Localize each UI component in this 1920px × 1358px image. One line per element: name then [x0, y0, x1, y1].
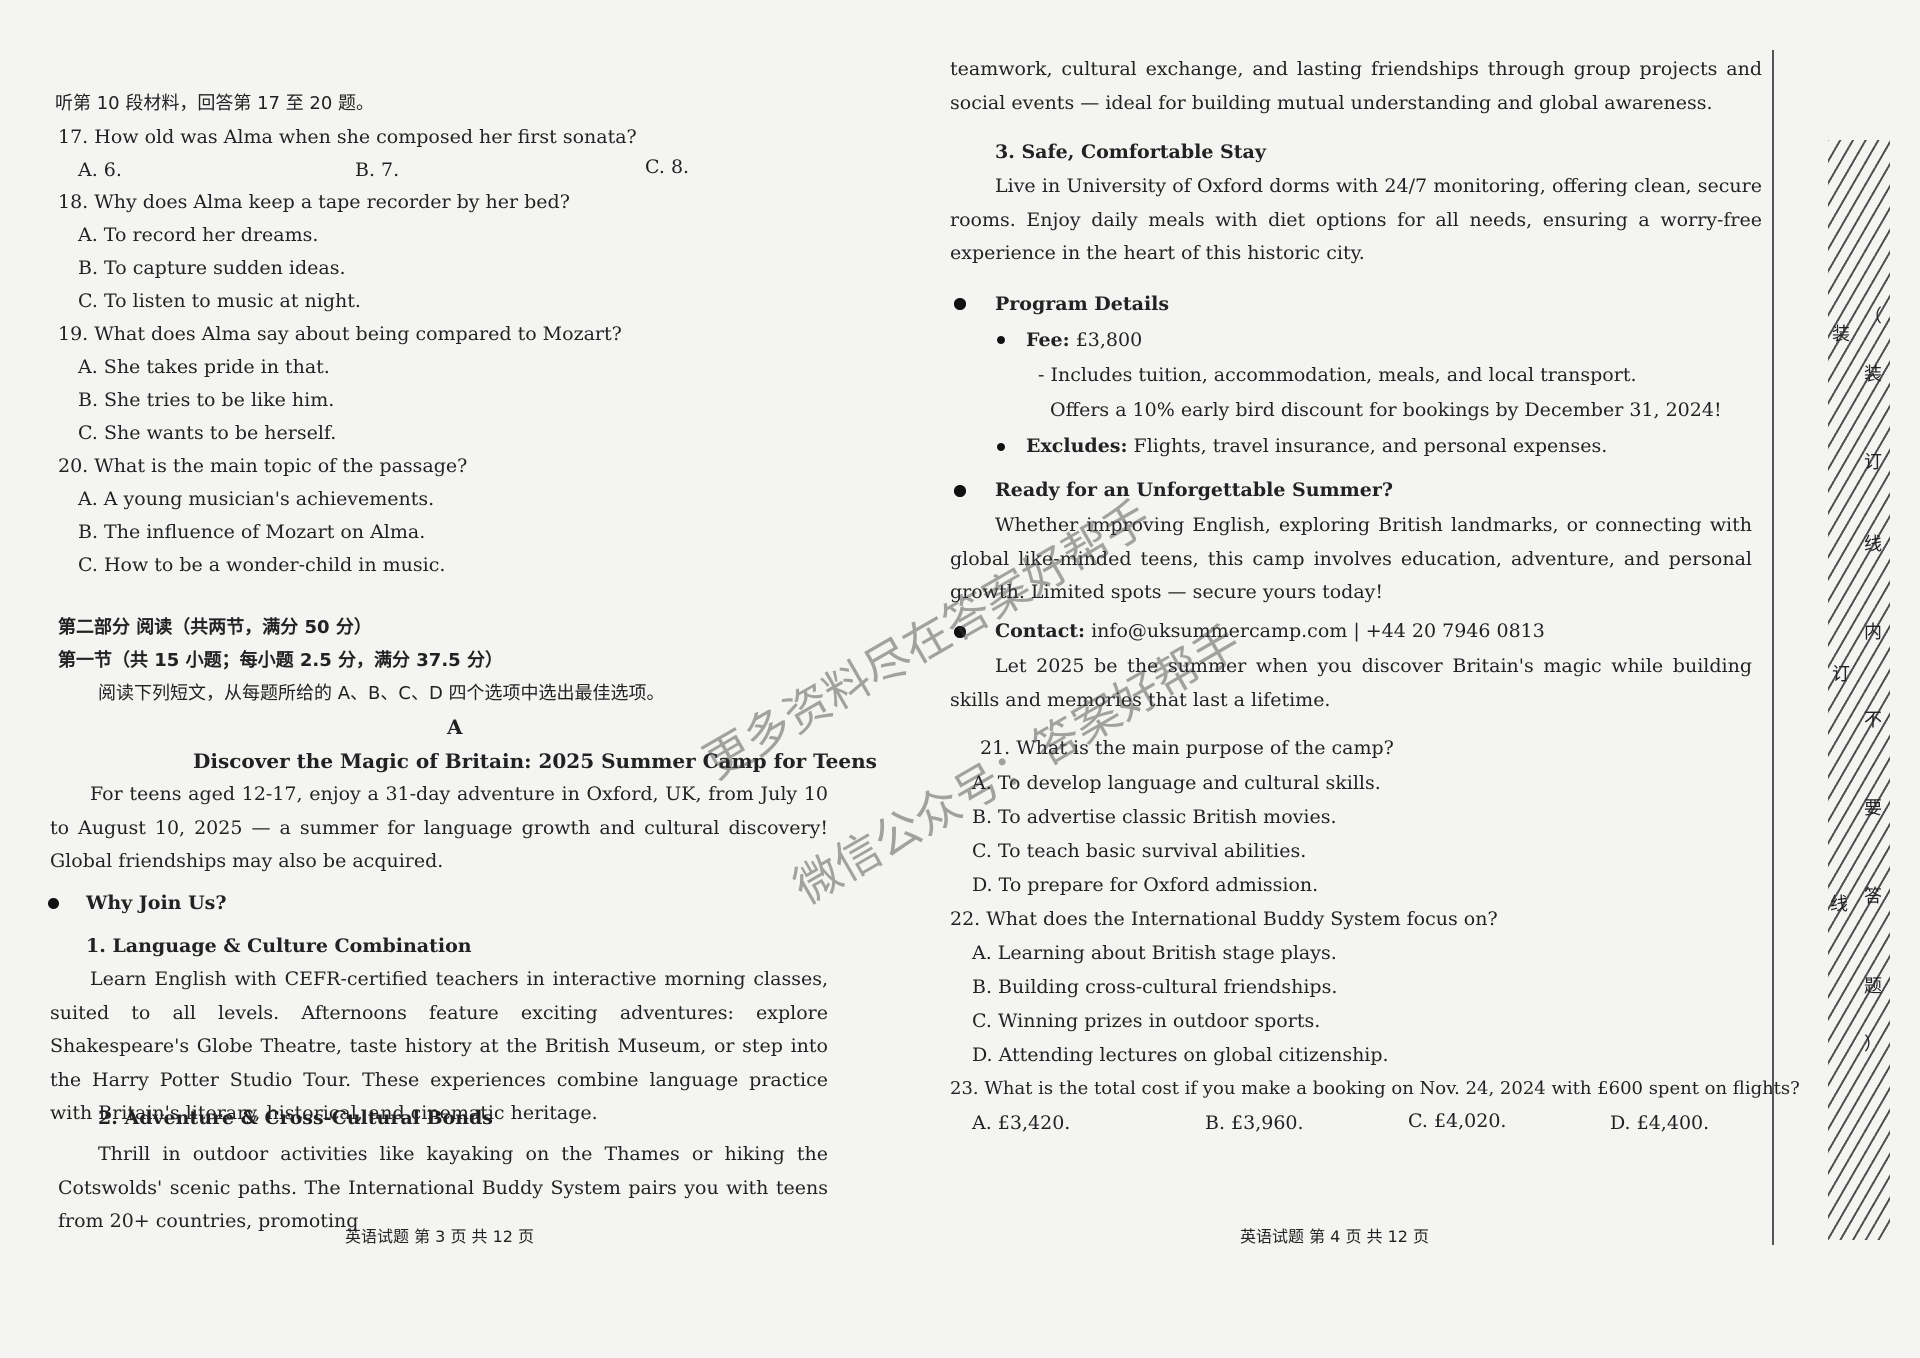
- question-18-option-b: B. To capture sudden ideas.: [78, 257, 346, 279]
- section-2-heading: 2. Adventure & Cross-Cultural Bonds: [98, 1107, 494, 1129]
- contact-line: Contact: info@uksummercamp.com | +44 20 …: [995, 618, 1545, 644]
- excludes-value: Flights, travel insurance, and personal …: [1133, 435, 1608, 457]
- question-18-option-a: A. To record her dreams.: [78, 224, 319, 246]
- binding-line: [1772, 50, 1774, 1245]
- question-21-option-a: A. To develop language and cultural skil…: [972, 772, 1381, 794]
- question-18-stem: 18. Why does Alma keep a tape recorder b…: [58, 191, 570, 213]
- bullet-icon: [954, 485, 966, 497]
- question-21-option-d: D. To prepare for Oxford admission.: [972, 874, 1319, 896]
- section-1-paragraph: Learn English with CEFR-certified teache…: [50, 968, 828, 1124]
- question-19-option-b: B. She tries to be like him.: [78, 389, 335, 411]
- binding-char: 装: [1864, 364, 1882, 385]
- fee-line: Fee: £3,800: [1026, 327, 1142, 353]
- question-23-option-d: D. £4,400.: [1610, 1112, 1710, 1134]
- question-19-stem: 19. What does Alma say about being compa…: [58, 323, 622, 345]
- bullet-icon: [954, 626, 966, 638]
- question-21-option-c: C. To teach basic survival abilities.: [972, 840, 1307, 862]
- listening-instruction: 听第 10 段材料，回答第 17 至 20 题。: [55, 93, 375, 114]
- binding-char: 线: [1864, 534, 1882, 555]
- question-22-option-a: A. Learning about British stage plays.: [972, 942, 1337, 964]
- section-1-title: 第一节（共 15 小题；每小题 2.5 分，满分 37.5 分）: [58, 650, 503, 671]
- section-1-heading: 1. Language & Culture Combination: [86, 935, 472, 957]
- excludes-line: Excludes: Flights, travel insurance, and…: [1026, 433, 1607, 459]
- section-3-paragraph: Live in University of Oxford dorms with …: [950, 175, 1762, 264]
- binding-char: 要: [1864, 798, 1882, 819]
- question-23-option-c: C. £4,020.: [1408, 1110, 1507, 1132]
- binding-char: 答: [1864, 886, 1882, 907]
- question-22-option-c: C. Winning prizes in outdoor sports.: [972, 1010, 1321, 1032]
- contact-value: info@uksummercamp.com | +44 20 7946 0813: [1091, 620, 1545, 642]
- binding-char: 内: [1864, 622, 1882, 643]
- question-20-option-a: A. A young musician's achievements.: [78, 488, 435, 510]
- contact-label: Contact:: [995, 620, 1086, 642]
- closing-paragraph: Let 2025 be the summer when you discover…: [950, 655, 1752, 711]
- fee-label: Fee:: [1026, 329, 1070, 351]
- binding-char: 订: [1864, 452, 1882, 473]
- binding-char: 题: [1864, 976, 1882, 997]
- bullet-icon: [997, 443, 1005, 451]
- question-23-option-b: B. £3,960.: [1205, 1112, 1304, 1134]
- binding-char: 不: [1864, 710, 1882, 731]
- question-17-stem: 17. How old was Alma when she composed h…: [58, 126, 637, 148]
- question-21-stem: 21. What is the main purpose of the camp…: [980, 737, 1394, 759]
- section-2-paragraph: Thrill in outdoor activities like kayaki…: [58, 1143, 828, 1232]
- question-20-option-c: C. How to be a wonder-child in music.: [78, 554, 446, 576]
- section-3-heading: 3. Safe, Comfortable Stay: [995, 141, 1266, 163]
- question-17-option-a: A. 6.: [78, 159, 122, 181]
- question-18-option-c: C. To listen to music at night.: [78, 290, 361, 312]
- question-20-stem: 20. What is the main topic of the passag…: [58, 455, 468, 477]
- question-23-stem: 23. What is the total cost if you make a…: [950, 1078, 1800, 1099]
- question-19-option-c: C. She wants to be herself.: [78, 422, 337, 444]
- ready-paragraph: Whether improving English, exploring Bri…: [950, 514, 1752, 603]
- question-23-option-a: A. £3,420.: [972, 1112, 1071, 1134]
- exam-page-4: teamwork, cultural exchange, and lasting…: [950, 0, 1920, 1358]
- passage-letter: A: [447, 715, 463, 739]
- passage-title: Discover the Magic of Britain: 2025 Summ…: [193, 749, 877, 773]
- question-22-stem: 22. What does the International Buddy Sy…: [950, 908, 1498, 930]
- exam-page-3: 听第 10 段材料，回答第 17 至 20 题。 17. How old was…: [0, 0, 950, 1358]
- fee-value: £3,800: [1075, 329, 1143, 351]
- binding-char: 装: [1832, 324, 1850, 345]
- why-join-heading: Why Join Us?: [86, 892, 227, 914]
- bullet-icon: [48, 898, 59, 909]
- fee-discount: Offers a 10% early bird discount for boo…: [1050, 399, 1722, 421]
- question-17-option-c: C. 8.: [645, 156, 690, 178]
- binding-char: （: [1864, 306, 1882, 327]
- part-2-title: 第二部分 阅读（共两节，满分 50 分）: [58, 617, 372, 638]
- question-22-option-b: B. Building cross-cultural friendships.: [972, 976, 1338, 998]
- question-22-option-d: D. Attending lectures on global citizens…: [972, 1044, 1389, 1066]
- bullet-icon: [954, 298, 966, 310]
- question-17-option-b: B. 7.: [355, 159, 400, 181]
- fee-includes: - Includes tuition, accommodation, meals…: [1038, 364, 1637, 386]
- binding-char: 订: [1832, 664, 1850, 685]
- question-19-option-a: A. She takes pride in that.: [78, 356, 330, 378]
- binding-char: 线: [1830, 894, 1848, 915]
- question-21-option-b: B. To advertise classic British movies.: [972, 806, 1337, 828]
- binding-margin: 装 订 线 （ 装 订 线 内 不 要 答 题 ）: [1772, 40, 1920, 1250]
- intro-paragraph: For teens aged 12-17, enjoy a 31-day adv…: [50, 783, 828, 872]
- question-20-option-b: B. The influence of Mozart on Alma.: [78, 521, 426, 543]
- page-footer: 英语试题 第 4 页 共 12 页: [1240, 1227, 1430, 1246]
- bullet-icon: [997, 336, 1005, 344]
- ready-heading: Ready for an Unforgettable Summer?: [995, 479, 1393, 501]
- binding-char: ）: [1864, 1034, 1882, 1055]
- page-footer: 英语试题 第 3 页 共 12 页: [345, 1227, 535, 1246]
- binding-hatch: [1828, 140, 1890, 1240]
- excludes-label: Excludes:: [1026, 435, 1128, 457]
- program-details-heading: Program Details: [995, 293, 1170, 315]
- reading-instructions: 阅读下列短文，从每题所给的 A、B、C、D 四个选项中选出最佳选项。: [98, 683, 665, 704]
- section-2-paragraph-continued: teamwork, cultural exchange, and lasting…: [950, 58, 1762, 114]
